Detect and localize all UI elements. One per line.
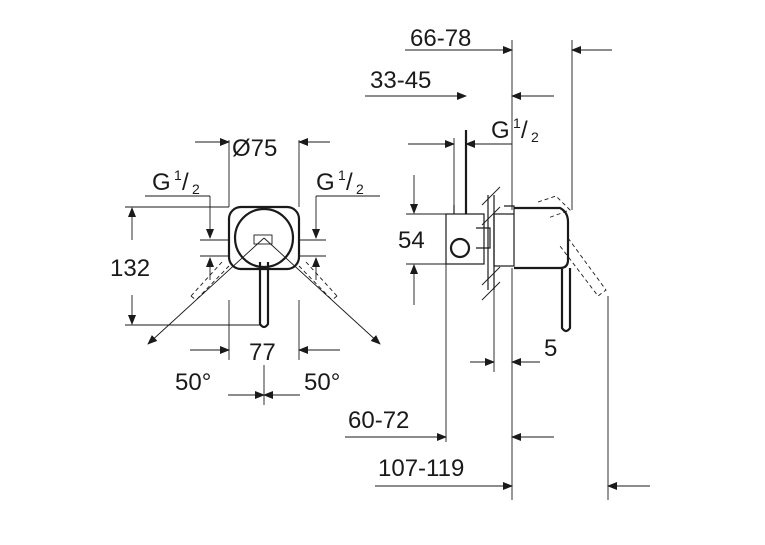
depth-66-78-label: 66-78 bbox=[410, 25, 471, 52]
thread-left-label: G bbox=[152, 169, 171, 196]
side-view: 66-78 33-45 G 1 / 2 54 5 60-72 bbox=[345, 25, 650, 500]
thread-right-num: 1 bbox=[338, 167, 346, 183]
escutcheon-side bbox=[514, 206, 570, 270]
depth-33-45-label: 33-45 bbox=[370, 67, 431, 94]
lever-handle bbox=[258, 262, 270, 329]
height-132-label: 132 bbox=[110, 255, 150, 282]
front-view: Ø75 G 1 / 2 G 1 / 2 132 77 bbox=[110, 135, 381, 405]
thread-right-slash: / bbox=[346, 169, 353, 196]
lever-side bbox=[560, 268, 572, 333]
thread-left-slash: / bbox=[182, 169, 189, 196]
thread-side-slash: / bbox=[521, 117, 528, 144]
width-77-label: 77 bbox=[249, 339, 276, 366]
height-54-label: 54 bbox=[398, 227, 425, 254]
right-outlet-dashed bbox=[298, 261, 338, 301]
thread-left-den: 2 bbox=[192, 181, 200, 197]
left-outlet-dashed bbox=[190, 261, 230, 301]
offset-5-label: 5 bbox=[544, 335, 557, 362]
thread-left-num: 1 bbox=[174, 167, 182, 183]
inlet-port bbox=[449, 237, 471, 259]
thread-side-num: 1 bbox=[513, 115, 521, 131]
angle-right-label: 50° bbox=[304, 369, 340, 396]
cartridge bbox=[493, 213, 515, 267]
thread-side-label: G bbox=[491, 117, 510, 144]
thread-side-den: 2 bbox=[531, 129, 539, 145]
thread-right-den: 2 bbox=[356, 181, 364, 197]
escutcheon-circle bbox=[233, 207, 295, 269]
depth-107-119-label: 107-119 bbox=[378, 455, 464, 482]
mounting-box-outline bbox=[227, 205, 301, 271]
thread-right-label: G bbox=[316, 169, 335, 196]
logo-plate bbox=[253, 234, 273, 245]
depth-60-72-label: 60-72 bbox=[348, 407, 409, 434]
angle-left-label: 50° bbox=[175, 369, 211, 396]
diameter-label: Ø75 bbox=[232, 135, 277, 162]
